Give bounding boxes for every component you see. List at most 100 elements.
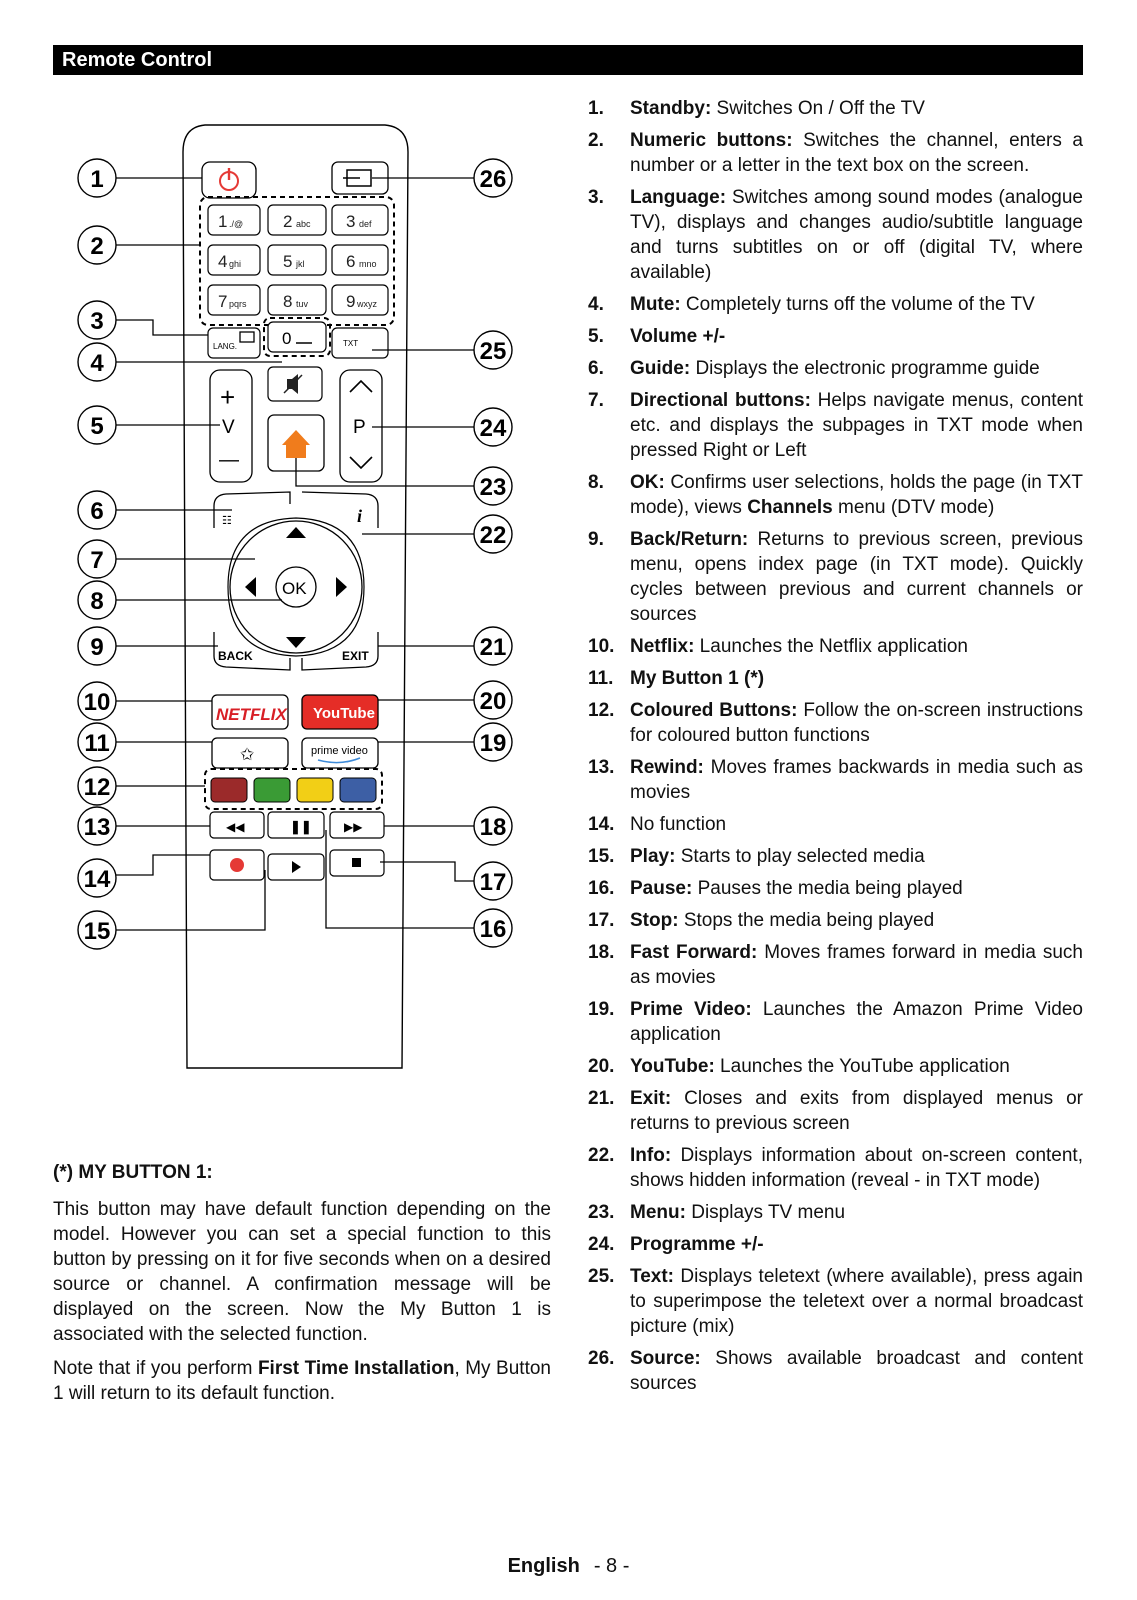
callout: 12 — [77, 766, 117, 806]
callout: 8 — [77, 580, 117, 620]
yellow-button — [296, 777, 334, 803]
list-item: 22.Info: Displays information about on-s… — [588, 1145, 1083, 1191]
section-header: Remote Control — [53, 45, 1083, 75]
svg-text:11: 11 — [84, 730, 109, 757]
callout: 2 — [77, 225, 117, 265]
callout: 24 — [473, 407, 513, 447]
svg-text:20: 20 — [480, 688, 507, 715]
callout: 6 — [77, 490, 117, 530]
key-2: 2 — [283, 212, 292, 231]
svg-text:7: 7 — [90, 547, 103, 574]
svg-text:12: 12 — [84, 774, 111, 801]
svg-text:5: 5 — [90, 413, 103, 440]
svg-text:tuv: tuv — [296, 299, 309, 309]
down-arrow-icon — [286, 637, 306, 648]
ok-label: OK — [282, 579, 307, 598]
callout: 17 — [473, 861, 513, 901]
list-item: 3.Language: Switches among sound modes (… — [588, 187, 1083, 283]
youtube-button — [301, 694, 379, 730]
list-item: 20.YouTube: Launches the YouTube applica… — [588, 1056, 1010, 1077]
svg-text:23: 23 — [480, 474, 507, 501]
right-arrow-icon — [336, 577, 347, 597]
text-button — [331, 327, 389, 359]
callout: 19 — [473, 722, 513, 762]
key-9: 9 — [346, 292, 355, 311]
svg-text:10: 10 — [84, 689, 111, 716]
my-button-note: (*) MY BUTTON 1: This button may have de… — [53, 1160, 551, 1415]
svg-text:LANG.: LANG. — [213, 342, 237, 351]
list-item: 12.Coloured Buttons: Follow the on-scree… — [588, 700, 1083, 746]
rewind-button — [209, 811, 265, 839]
callout: 22 — [473, 514, 513, 554]
svg-text:16: 16 — [480, 916, 507, 943]
list-item: 4.Mute: Completely turns off the volume … — [588, 294, 1035, 315]
list-item: 23.Menu: Displays TV menu — [588, 1202, 846, 1223]
play-icon — [292, 861, 301, 873]
svg-text:+: + — [220, 382, 235, 412]
callout: 25 — [473, 330, 513, 370]
exit-button — [301, 632, 379, 671]
note-title: (*) MY BUTTON 1: — [53, 1162, 213, 1183]
callout: 15 — [77, 910, 117, 950]
svg-text:9: 9 — [90, 634, 103, 661]
svg-text:./@: ./@ — [229, 219, 243, 229]
svg-text:14: 14 — [84, 866, 111, 893]
speech-icon — [239, 331, 255, 343]
svg-text:def: def — [359, 219, 372, 229]
callout: 9 — [77, 626, 117, 666]
key-1: 1 — [218, 212, 227, 231]
svg-text:13: 13 — [84, 814, 111, 841]
info-button — [301, 491, 379, 528]
svg-text:ghi: ghi — [229, 259, 241, 269]
list-item: 26.Source: Shows available broadcast and… — [588, 1348, 1083, 1394]
svg-text:8: 8 — [90, 588, 103, 615]
back-button — [213, 632, 291, 671]
callout: 13 — [77, 806, 117, 846]
callout: 4 — [77, 342, 117, 382]
callout: 7 — [77, 539, 117, 579]
callout: 11 — [77, 722, 117, 762]
list-item: 24.Programme +/- — [588, 1234, 764, 1255]
svg-text:4: 4 — [90, 350, 104, 377]
list-item: 1.Standby: Switches On / Off the TV — [588, 98, 925, 119]
svg-text:17: 17 — [480, 869, 507, 896]
svg-text:2: 2 — [90, 233, 103, 260]
left-arrow-icon — [245, 577, 256, 597]
numeric-group-outline — [199, 196, 395, 326]
up-arrow-icon — [286, 527, 306, 538]
note-paragraph: This button may have default function de… — [53, 1199, 551, 1345]
svg-text:abc: abc — [296, 219, 311, 229]
guide-button — [213, 491, 291, 528]
callout: 14 — [77, 858, 117, 898]
svg-text:pqrs: pqrs — [229, 299, 247, 309]
svg-text:21: 21 — [480, 634, 507, 661]
page-footer: English- 8 - — [0, 1555, 1137, 1578]
record-icon — [230, 858, 244, 872]
pause-icon: ❚❚ — [290, 819, 312, 835]
list-item: 8.OK: Confirms user selections, holds th… — [588, 472, 1083, 518]
callout: 5 — [77, 405, 117, 445]
svg-text:15: 15 — [84, 918, 111, 945]
key-6: 6 — [346, 252, 355, 271]
svg-text:1: 1 — [90, 166, 103, 193]
list-item: 11.My Button 1 (*) — [588, 668, 765, 689]
callout: 16 — [473, 908, 513, 948]
svg-text:wxyz: wxyz — [356, 299, 377, 309]
svg-text:19: 19 — [480, 730, 507, 757]
red-button — [210, 777, 248, 803]
list-item: 7.Directional buttons: Helps navigate me… — [588, 390, 1083, 461]
programme-rocker — [339, 369, 383, 483]
svg-text:22: 22 — [480, 522, 507, 549]
pause-button — [267, 811, 325, 839]
list-item: 9.Back/Return: Returns to previous scree… — [588, 529, 1083, 625]
footer-language: English — [507, 1555, 580, 1577]
blue-button — [339, 777, 377, 803]
list-item: 10.Netflix: Launches the Netflix applica… — [588, 636, 968, 657]
coloured-group-outline — [204, 768, 383, 810]
callout: 1 — [77, 158, 117, 198]
callout: 18 — [473, 806, 513, 846]
list-item: 15.Play: Starts to play selected media — [588, 846, 925, 867]
svg-text:25: 25 — [480, 338, 507, 365]
